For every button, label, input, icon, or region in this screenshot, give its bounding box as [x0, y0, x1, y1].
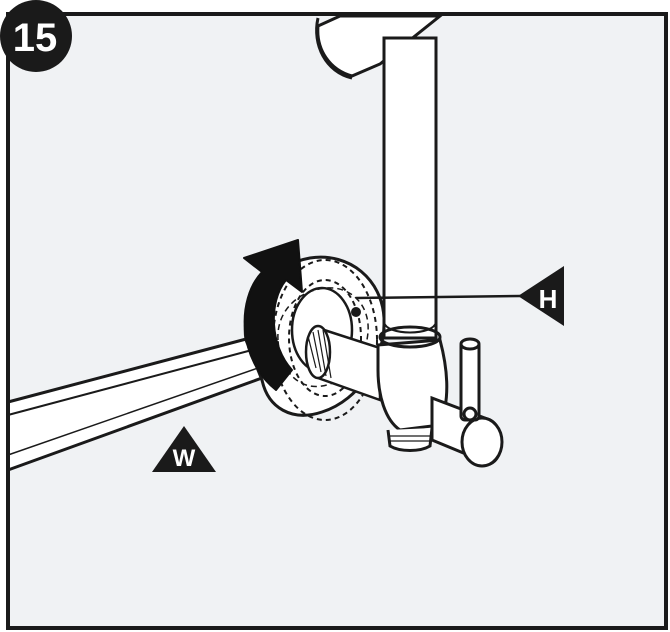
thread-1	[307, 335, 317, 369]
threaded-connector	[304, 324, 382, 402]
lever-pivot	[462, 406, 478, 422]
wrench-handle-edge-2	[7, 367, 259, 456]
shower-riser	[315, 14, 445, 340]
diverter-knob-face	[460, 416, 504, 468]
step-badge	[0, 0, 72, 72]
riser-pipe	[382, 36, 438, 340]
wrench-label-triangle	[152, 426, 216, 472]
flange-inner	[288, 279, 362, 397]
step-number: 15	[13, 16, 58, 60]
riser-top-cap	[315, 17, 353, 80]
thread-3	[317, 329, 327, 377]
diverter-body	[376, 325, 504, 468]
wrench-handle-edge	[7, 349, 253, 416]
valve-top-ring	[378, 325, 442, 349]
hole-label-triangle	[518, 266, 564, 326]
clockwise-rotation-arrow	[243, 239, 303, 391]
thread-2	[312, 331, 322, 373]
thread-4	[322, 329, 332, 379]
hole-label: H	[539, 284, 558, 314]
diverter-lever-tip	[459, 337, 481, 351]
hole-marker-dot	[351, 307, 361, 317]
panel-border	[6, 12, 668, 630]
hole-leader-line	[355, 294, 521, 300]
riser-pipe-bottom	[383, 321, 437, 334]
wrench-label: W	[173, 445, 196, 472]
bottom-outlet	[386, 427, 434, 452]
